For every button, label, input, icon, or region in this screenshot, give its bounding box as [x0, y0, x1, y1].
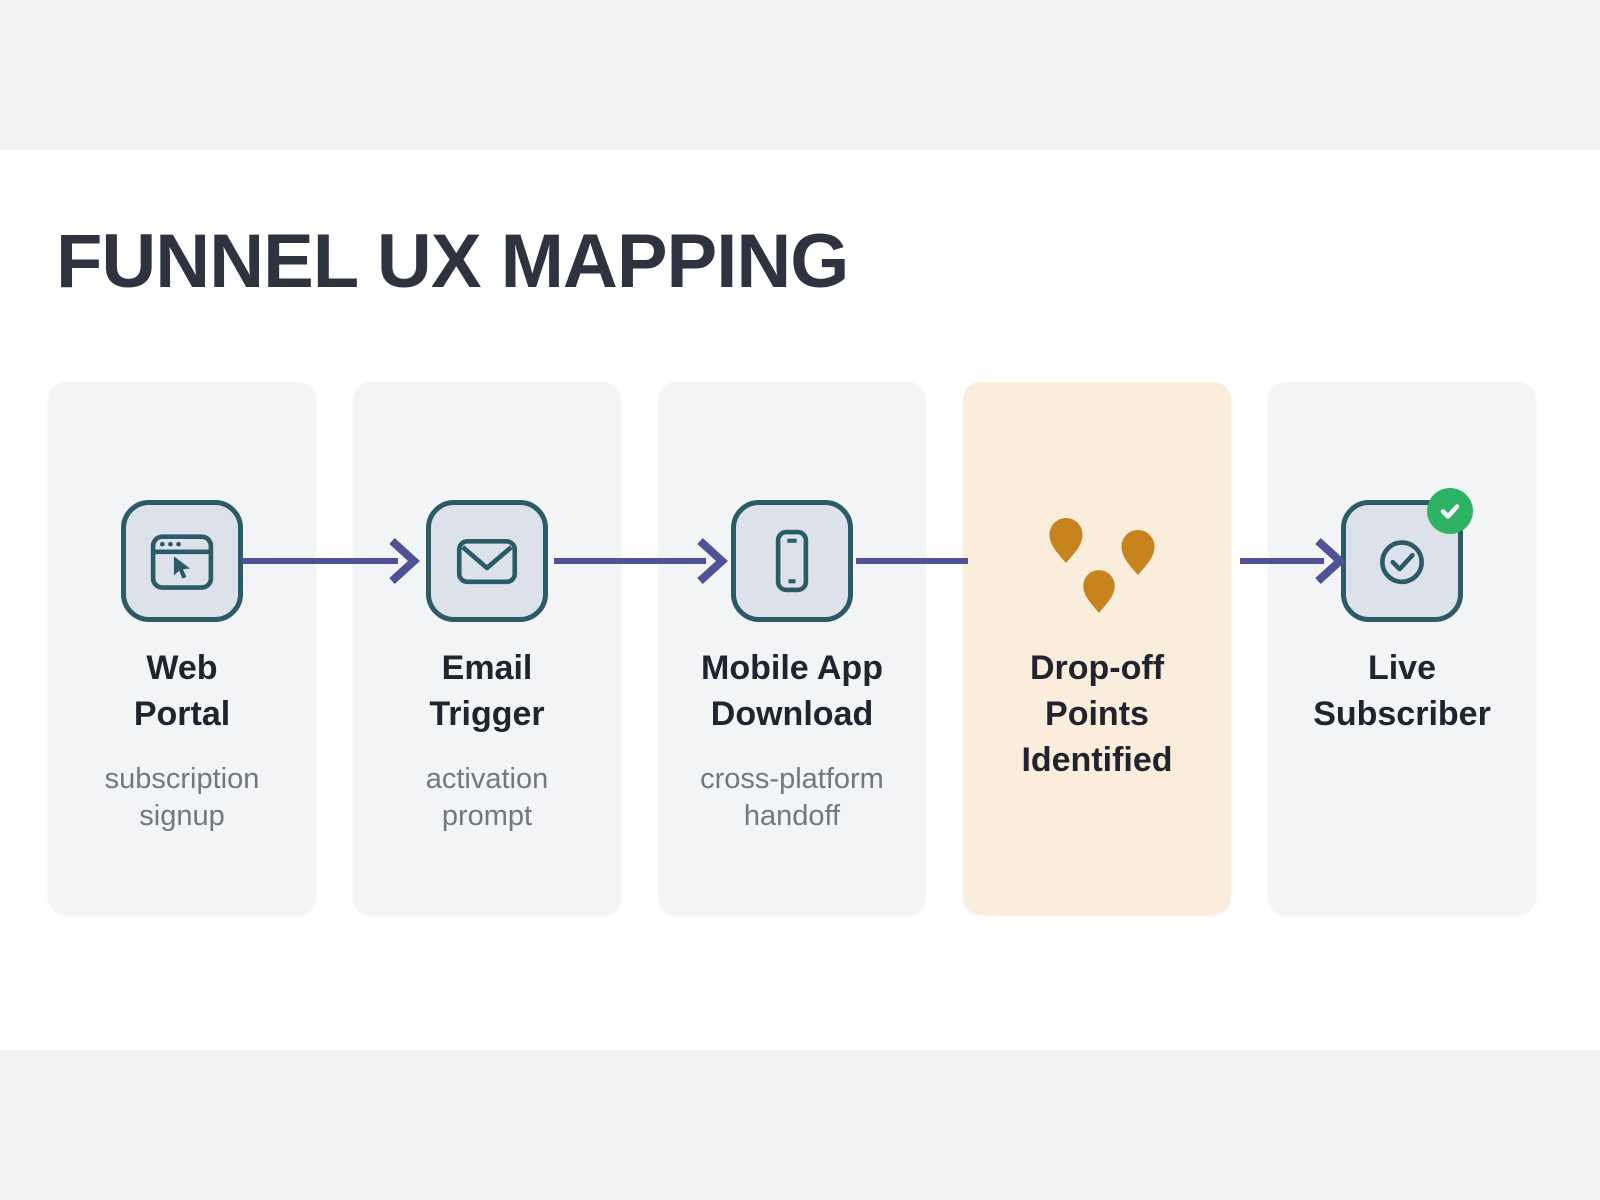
step-title: Live Subscriber	[1313, 649, 1491, 733]
step-subtitle: activation prompt	[425, 763, 549, 832]
flow-arrow-drop-off-to-live-subscriber	[1240, 538, 1346, 584]
step-card-live-subscriber: Live Subscriber	[1268, 382, 1536, 915]
envelope-icon	[426, 500, 548, 622]
check-circle-icon	[1341, 488, 1473, 622]
step-card-mobile-app-download: Mobile App Download cross-platform hando…	[658, 382, 926, 915]
bottom-background-band	[0, 1050, 1600, 1200]
drop-marker-icon	[1049, 518, 1083, 563]
flow-arrow-web-portal-to-email-trigger	[242, 538, 420, 584]
drop-marker-icon	[1121, 530, 1155, 575]
flow-arrow-email-trigger-to-mobile-app	[554, 538, 728, 584]
step-title: Web Portal	[133, 649, 231, 733]
step-title: Mobile App Download	[701, 649, 883, 733]
step-subtitle: cross-platform handoff	[700, 763, 884, 832]
step-title: Drop-off Points Identified	[1021, 649, 1173, 779]
drop-markers-icon	[1036, 500, 1158, 622]
page-title: FUNNEL UX MAPPING	[56, 219, 849, 304]
drop-marker-icon	[1083, 570, 1115, 613]
step-subtitle: subscription signup	[104, 763, 260, 832]
browser-cursor-icon	[121, 500, 243, 622]
step-card-drop-off-points: Drop-off Points Identified	[963, 382, 1231, 915]
smartphone-icon	[731, 500, 853, 622]
success-check-badge-icon	[1427, 488, 1473, 534]
flow-line-mobile-app-to-drop-off	[856, 558, 968, 564]
step-card-email-trigger: Email Trigger activation prompt	[353, 382, 621, 915]
step-title: Email Trigger	[429, 649, 545, 733]
top-background-band	[0, 0, 1600, 150]
step-card-web-portal: Web Portal subscription signup	[48, 382, 316, 915]
